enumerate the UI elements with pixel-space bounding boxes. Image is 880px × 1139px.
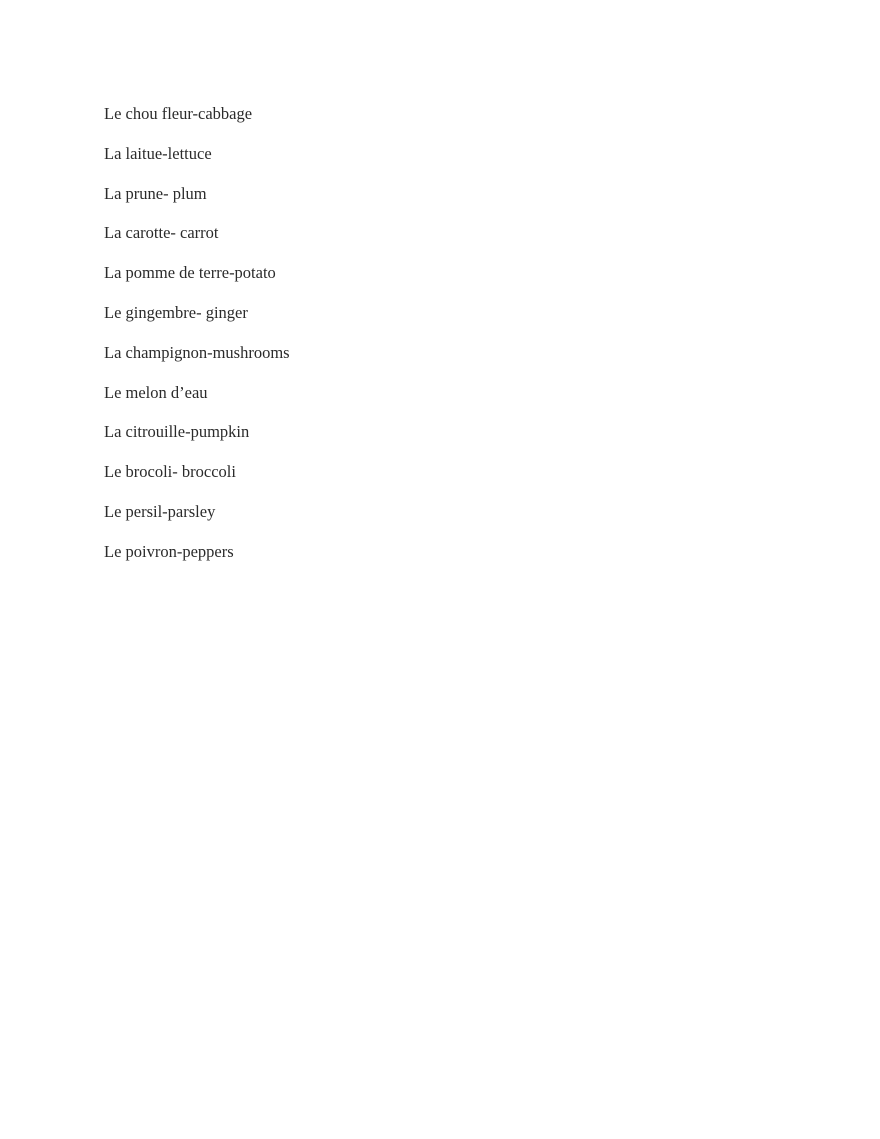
vocab-item-laitue: La laitue-lettuce	[104, 143, 212, 163]
vocab-item-carotte: La carotte- carrot	[104, 223, 219, 243]
vocab-item-brocoli: Le brocoli- broccoli	[104, 462, 236, 482]
vocab-item-prune: La prune- plum	[104, 183, 207, 203]
vocab-item-pomme-de-terre: La pomme de terre-potato	[104, 263, 276, 283]
vocab-item-chou-fleur: Le chou fleur-cabbage	[104, 104, 253, 123]
vocab-item-melon-d-eau: Le melon d’eau	[104, 382, 208, 402]
vocab-item-poivron: Le poivron-peppers	[104, 541, 234, 561]
vocab-item-gingembre: Le gingembre- ginger	[104, 302, 248, 322]
vocabulary-list: Le chou fleur-cabbage La laitue-lettuce …	[104, 103, 290, 581]
vocab-item-persil: Le persil-parsley	[104, 501, 216, 521]
vocab-item-champignon: La champignon-mushrooms	[104, 342, 290, 362]
vocab-item-citrouille: La citrouille-pumpkin	[104, 422, 250, 442]
